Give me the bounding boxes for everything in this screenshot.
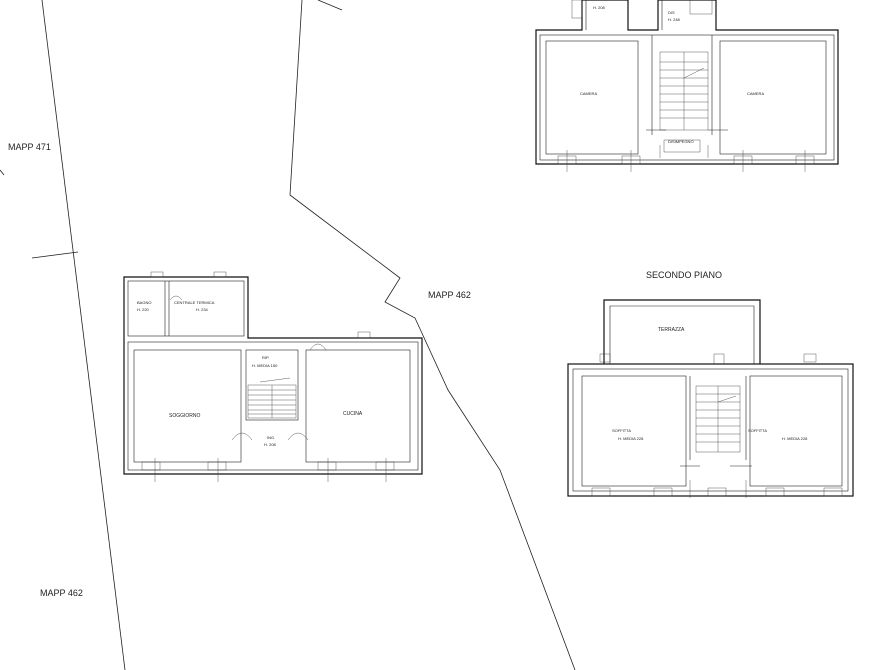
parcel-boundaries xyxy=(0,0,576,670)
parcel-label-mapp-462-bottom: MAPP 462 xyxy=(40,588,83,598)
ground-floor-plan xyxy=(123,271,423,482)
room-height-ing: H. 208 xyxy=(264,442,277,447)
room-label-disimpegno: DISIMPEGNO xyxy=(668,139,694,144)
room-label-bagno: BAGNO xyxy=(137,300,151,305)
first-floor-stair xyxy=(659,51,709,131)
room-height-soffitta-right: H. MEDIA 228 xyxy=(782,436,808,441)
room-label-dis: DIS xyxy=(668,10,675,15)
second-floor-title: SECONDO PIANO xyxy=(646,270,722,280)
room-label-camera-left: CAMERA xyxy=(580,91,597,96)
room-label-terrazza: TERRAZZA xyxy=(658,327,685,333)
first-floor-plan xyxy=(535,0,839,172)
room-label-rip: RIP. xyxy=(262,355,269,360)
room-label-ing: ING. xyxy=(267,435,275,440)
room-height-rip: H. MEDIA 150 xyxy=(252,363,278,368)
room-label-cucina: CUCINA xyxy=(343,411,363,417)
room-height-soffitta-left: H. MEDIA 228 xyxy=(618,436,644,441)
parcel-label-mapp-462-right: MAPP 462 xyxy=(428,290,471,300)
room-height-dis: H. 248 xyxy=(668,17,681,22)
second-floor-stair xyxy=(695,385,741,453)
room-label-soggiorno: SOGGIORNO xyxy=(169,413,201,419)
ground-stair xyxy=(247,377,297,419)
room-label-centrale-termica: CENTRALE TERMICA xyxy=(174,300,215,305)
parcel-label-mapp-471: MAPP 471 xyxy=(8,142,51,152)
second-floor-plan xyxy=(567,299,854,498)
room-height-centrale-termica: H. 234 xyxy=(196,307,209,312)
room-label-soffitta-right: SOFFITTA xyxy=(748,428,767,433)
room-height-bagno: H. 220 xyxy=(137,307,150,312)
room-label-soffitta-left: SOFFITTA xyxy=(612,428,631,433)
room-height-top-left: H. 208 xyxy=(593,5,606,10)
room-label-camera-right: CAMERA xyxy=(747,91,764,96)
